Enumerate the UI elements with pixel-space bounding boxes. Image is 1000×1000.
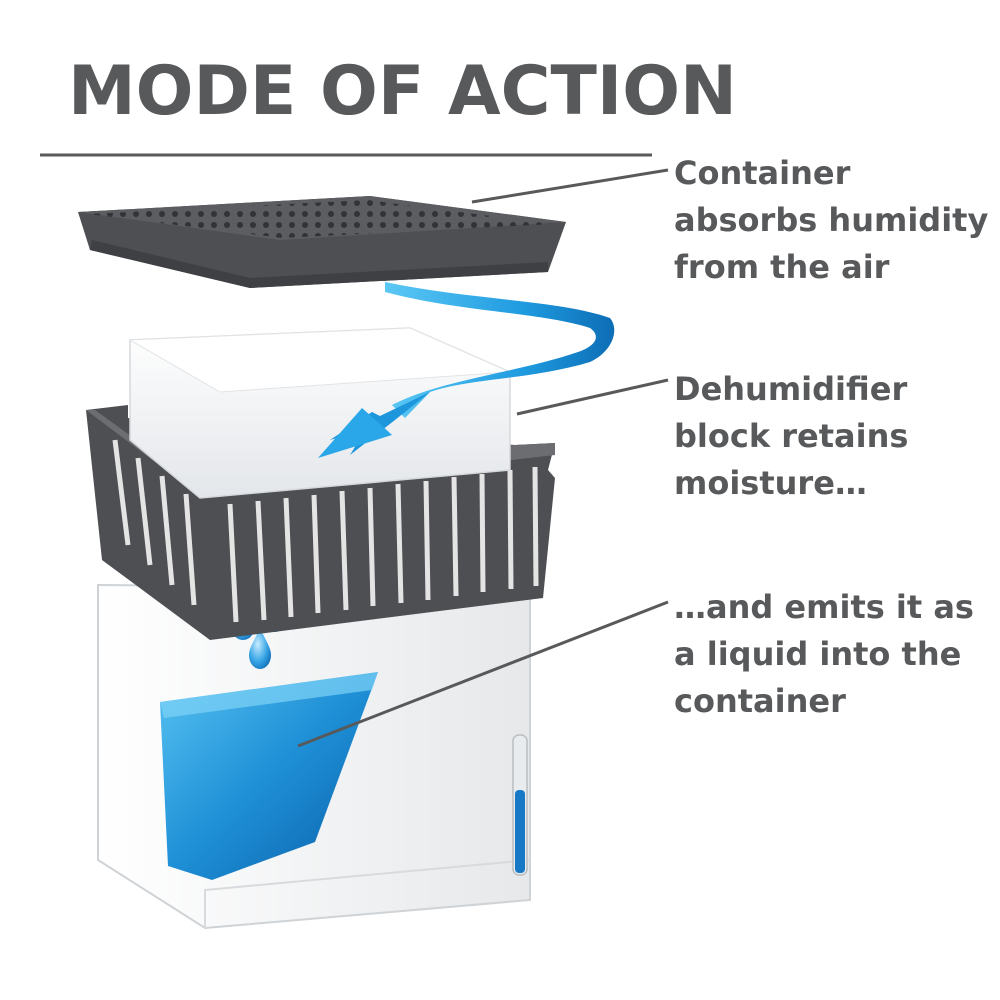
callout-line: Dehumidifier <box>674 370 908 408</box>
callout-line: absorbs humidity <box>674 201 989 239</box>
callout-line: moisture… <box>674 464 867 502</box>
callout-line: Container <box>674 154 851 192</box>
page-title: MODE OF ACTION <box>68 52 737 131</box>
water-drop <box>249 628 271 669</box>
leader-line-block <box>516 378 669 416</box>
container-box <box>97 583 531 930</box>
callout-line: a liquid into the <box>674 635 962 673</box>
airflow-arrow <box>318 282 615 458</box>
liquid-water <box>160 672 378 880</box>
callout-emits-liquid: …and emits it as a liquid into the conta… <box>674 584 994 725</box>
leader-line-lid <box>471 168 669 204</box>
callout-line: from the air <box>674 248 890 286</box>
callout-line: block retains <box>674 417 909 455</box>
callout-line: …and emits it as <box>674 588 974 626</box>
dehumidifier-block <box>128 327 511 499</box>
lid <box>78 196 566 288</box>
callout-line: container <box>674 682 846 720</box>
callout-block-retains: Dehumidifier block retains moisture… <box>674 366 994 507</box>
callout-container-absorbs: Container absorbs humidity from the air <box>674 150 994 291</box>
leader-line-liquid <box>297 600 669 748</box>
